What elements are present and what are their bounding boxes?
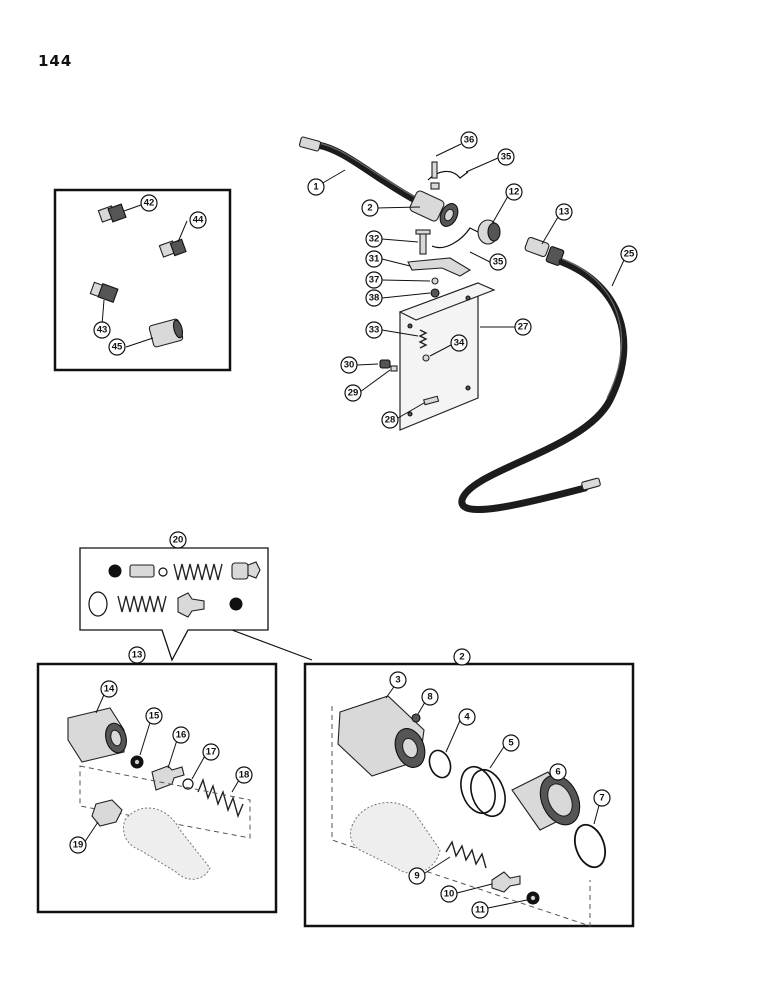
svg-text:3: 3 (395, 675, 400, 686)
callout-35-upper: 35 (497, 148, 515, 166)
mounting-plate-27 (379, 282, 496, 431)
svg-text:11: 11 (475, 905, 486, 916)
callout-12: 12 (505, 183, 523, 201)
coupler-2 (409, 190, 459, 227)
svg-text:5: 5 (508, 738, 514, 749)
callout-17: 17 (202, 743, 220, 761)
callout-25: 25 (620, 245, 638, 263)
svg-text:2: 2 (367, 203, 372, 214)
svg-text:30: 30 (344, 360, 355, 371)
svg-text:29: 29 (348, 388, 359, 399)
svg-text:31: 31 (369, 254, 380, 265)
upper-hose-assembly (298, 136, 501, 298)
callout-44: 44 (189, 211, 207, 229)
callout-18: 18 (235, 766, 253, 784)
svg-text:33: 33 (369, 325, 380, 336)
callout-4: 4 (458, 708, 476, 726)
svg-text:6: 6 (555, 767, 560, 778)
svg-text:44: 44 (193, 215, 204, 226)
callout-31: 31 (365, 250, 383, 268)
callout-10: 10 (440, 885, 458, 903)
fitting-43 (89, 281, 119, 304)
svg-text:2: 2 (459, 652, 464, 663)
coupler-13-breakdown-box (36, 662, 278, 914)
callout-32: 32 (365, 230, 383, 248)
svg-text:37: 37 (369, 275, 380, 286)
sleeve-6 (511, 771, 581, 831)
svg-text:19: 19 (73, 840, 84, 851)
callout-36: 36 (460, 131, 478, 149)
callout-30: 30 (340, 356, 358, 374)
callout-2: 2 (361, 199, 379, 217)
valve-kit-20 (79, 547, 313, 662)
svg-text:14: 14 (104, 684, 115, 695)
callout-42: 42 (140, 194, 158, 212)
svg-text:15: 15 (149, 711, 160, 722)
svg-text:9: 9 (414, 871, 419, 882)
callout-33: 33 (365, 321, 383, 339)
coupler-2-breakdown-box (303, 662, 635, 928)
svg-text:25: 25 (624, 249, 635, 260)
callout-7: 7 (593, 789, 611, 807)
callout-38: 38 (365, 289, 383, 307)
callout-11: 11 (471, 901, 489, 919)
svg-text:36: 36 (464, 135, 475, 146)
callout-3: 3 (389, 671, 407, 689)
callout-15: 15 (145, 707, 163, 725)
callout-20: 20 (169, 531, 187, 549)
coupler-body-14 (67, 707, 127, 763)
leader-lines (83, 143, 625, 909)
callout-9: 9 (408, 867, 426, 885)
svg-text:27: 27 (518, 322, 529, 333)
fitting-42 (97, 203, 127, 223)
callout-45: 45 (108, 338, 126, 356)
svg-text:43: 43 (97, 325, 108, 336)
hose-25 (458, 236, 628, 513)
callout-34: 34 (450, 334, 468, 352)
callout-box-2: 2 (453, 648, 471, 666)
svg-text:10: 10 (444, 889, 455, 900)
svg-text:12: 12 (509, 187, 520, 198)
callout-14: 14 (100, 680, 118, 698)
callout-27: 27 (514, 318, 532, 336)
callout-35-lower: 35 (489, 253, 507, 271)
fitting-12 (477, 219, 501, 245)
svg-text:7: 7 (599, 793, 604, 804)
adapter-fittings-box (53, 188, 232, 372)
callout-13: 13 (555, 203, 573, 221)
callout-37: 37 (365, 271, 383, 289)
svg-text:20: 20 (173, 535, 184, 546)
coupler-45 (148, 318, 184, 348)
svg-text:32: 32 (369, 234, 380, 245)
svg-text:42: 42 (144, 198, 155, 209)
svg-text:8: 8 (427, 692, 432, 703)
svg-text:16: 16 (176, 730, 187, 741)
page-number: 144 (38, 52, 73, 70)
callout-29: 29 (344, 384, 362, 402)
svg-text:17: 17 (206, 747, 217, 758)
callout-5: 5 (502, 734, 520, 752)
callout-19: 19 (69, 836, 87, 854)
callout-16: 16 (172, 726, 190, 744)
svg-text:13: 13 (559, 207, 570, 218)
callout-28: 28 (381, 411, 399, 429)
svg-text:38: 38 (369, 293, 380, 304)
svg-text:35: 35 (501, 152, 512, 163)
coupler-body-3 (337, 695, 426, 777)
svg-text:35: 35 (493, 257, 504, 268)
callout-8: 8 (421, 688, 439, 706)
svg-text:4: 4 (464, 712, 470, 723)
callout-1: 1 (307, 178, 325, 196)
callout-43: 43 (93, 321, 111, 339)
callout-6: 6 (549, 763, 567, 781)
svg-text:1: 1 (313, 182, 319, 193)
fitting-44 (158, 238, 187, 258)
callout-box-13: 13 (128, 646, 146, 664)
svg-text:13: 13 (132, 650, 143, 661)
svg-text:18: 18 (239, 770, 250, 781)
svg-text:45: 45 (112, 342, 123, 353)
svg-text:34: 34 (454, 338, 465, 349)
svg-text:28: 28 (385, 415, 396, 426)
